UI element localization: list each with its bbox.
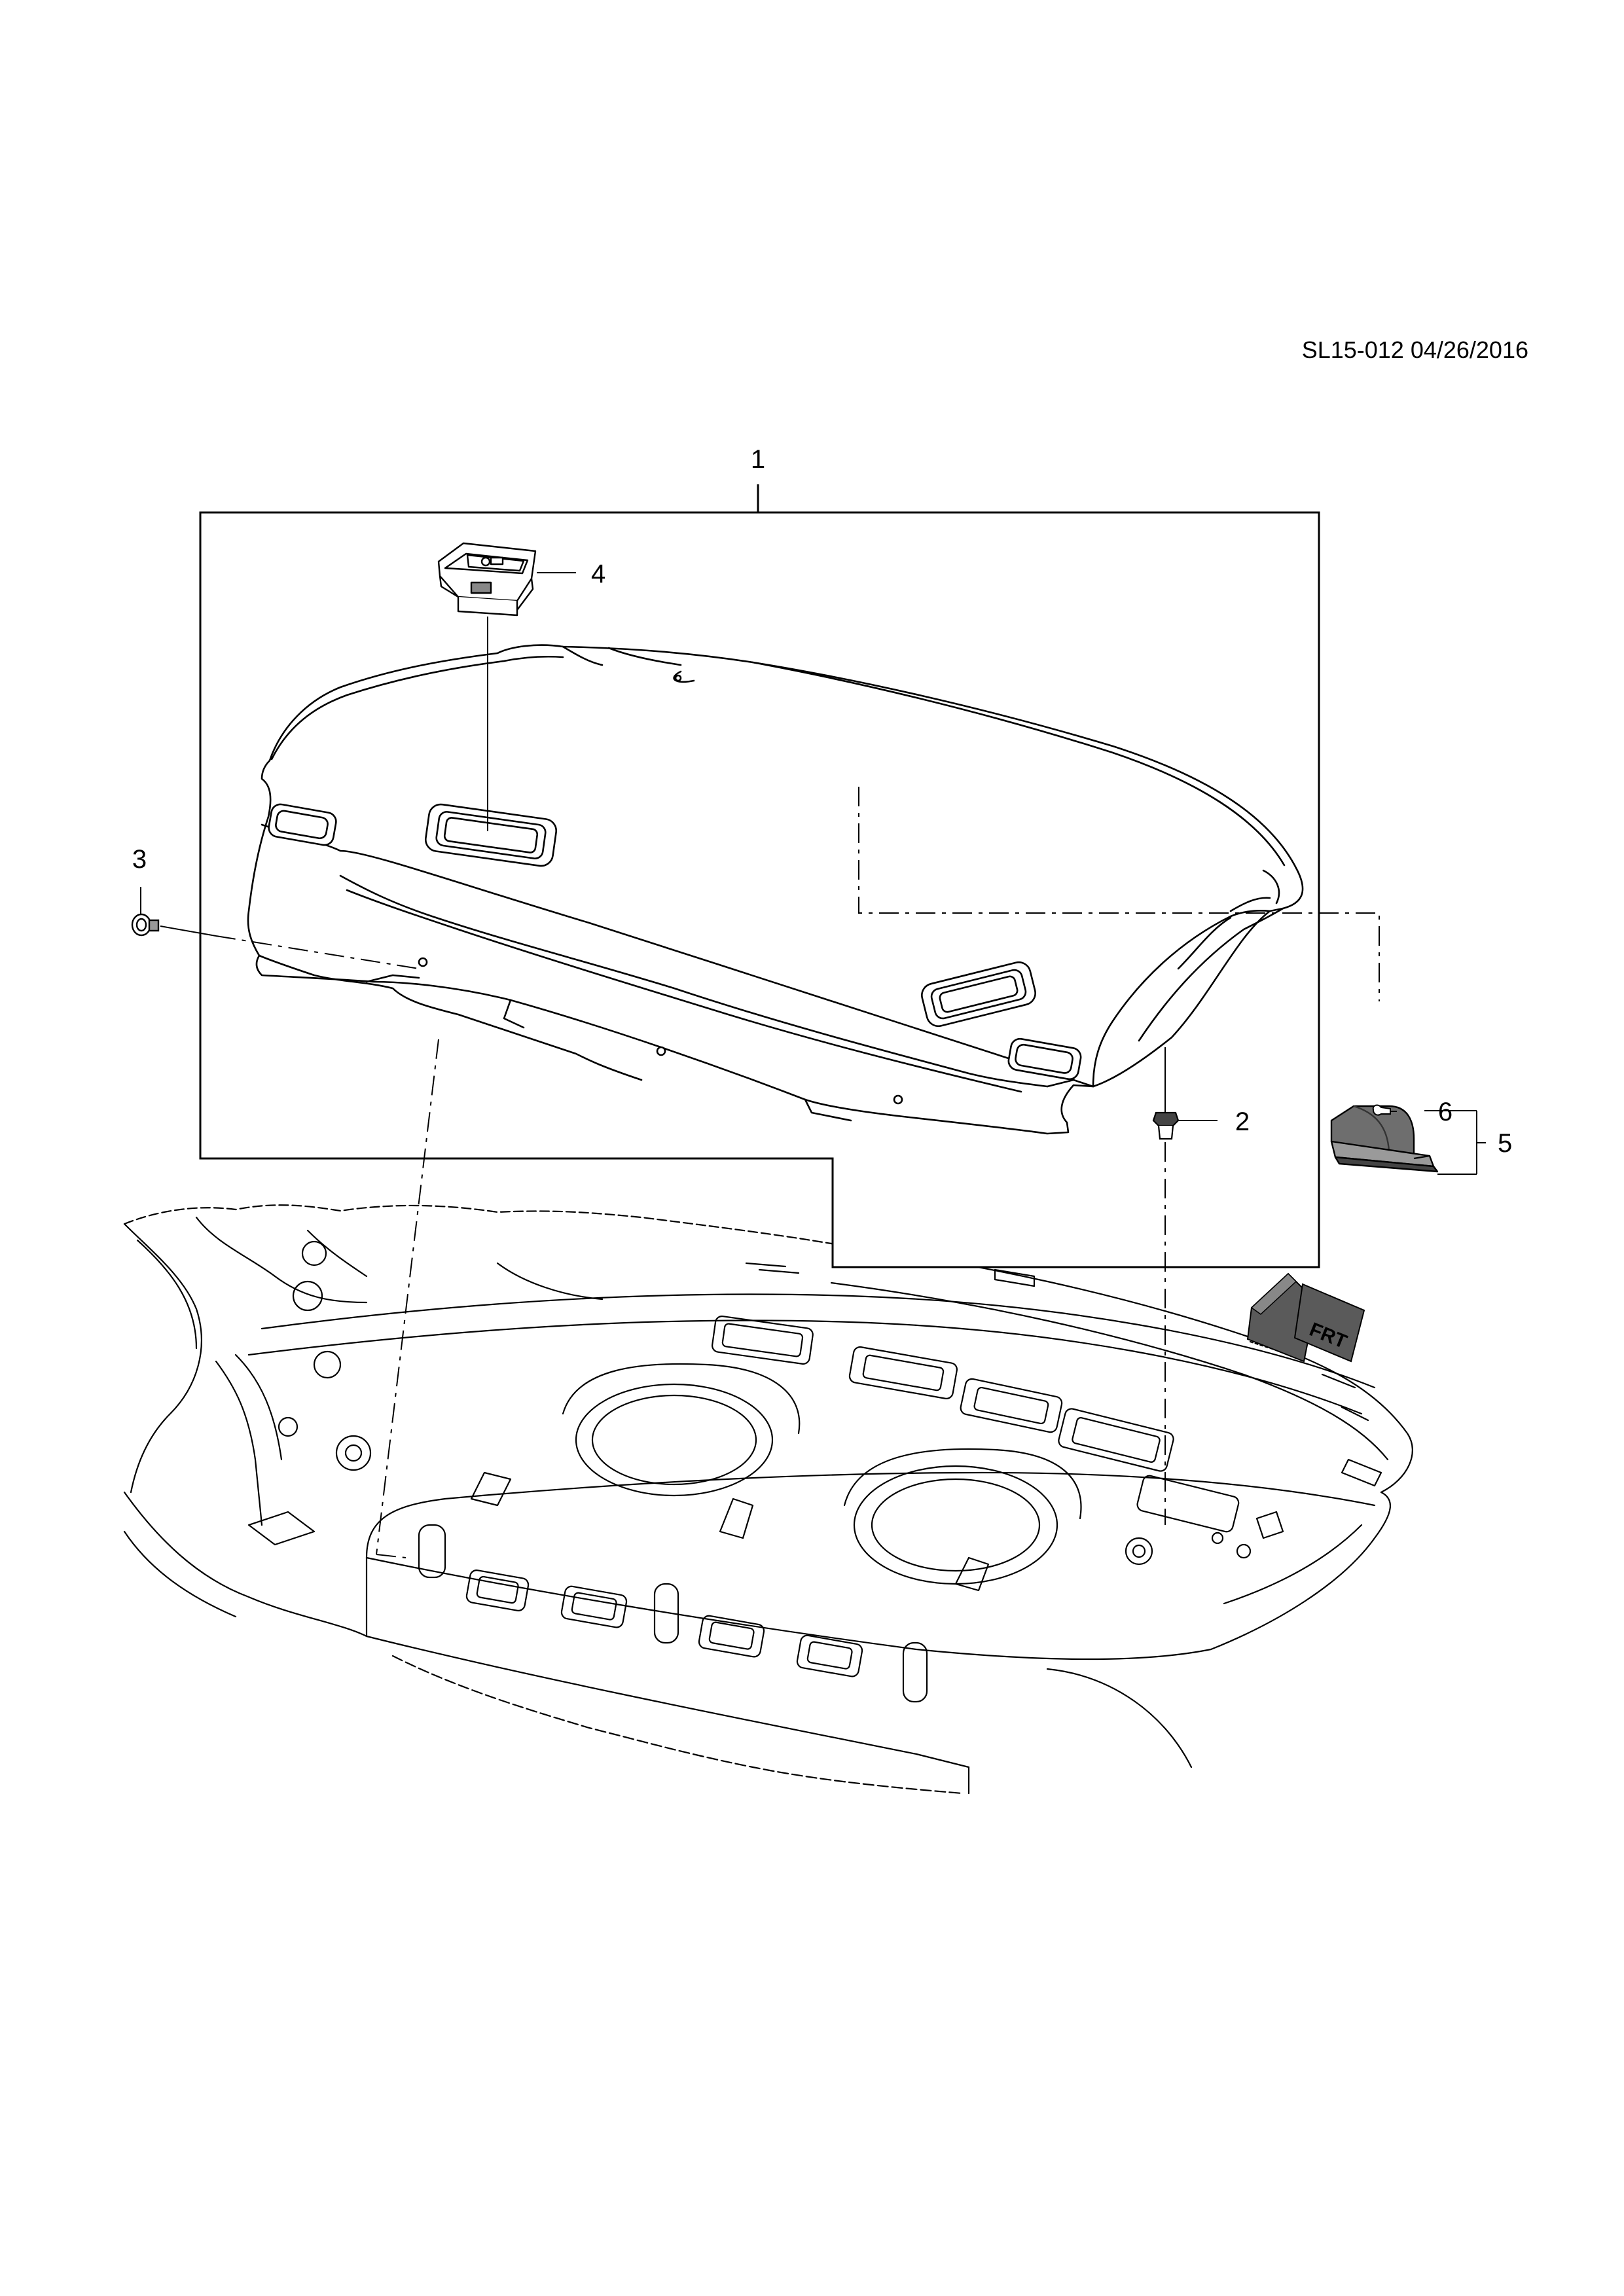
frt-direction-marker: FRT [1246, 1272, 1365, 1363]
callout-4: 4 [591, 560, 605, 588]
leader-lines [160, 617, 1380, 1558]
callout-3: 3 [132, 845, 147, 874]
callout-6: 6 [1438, 1098, 1453, 1126]
part-3-clip [131, 887, 160, 937]
rear-shelf-trim-panel [247, 644, 1304, 1135]
callout-5: 5 [1498, 1129, 1512, 1158]
part-5-lamp-assembly [1330, 1105, 1439, 1173]
reference-code: SL15-012 04/26/2016 [1302, 336, 1528, 363]
callout-2: 2 [1235, 1107, 1250, 1136]
bracket-5-6 [1424, 1110, 1486, 1175]
body-structure [123, 1204, 1413, 1795]
part-6-bulb [1372, 1104, 1397, 1116]
callout-1: 1 [751, 445, 765, 474]
part-2-fastener [1152, 1111, 1218, 1140]
part-4-bezel [437, 542, 537, 617]
